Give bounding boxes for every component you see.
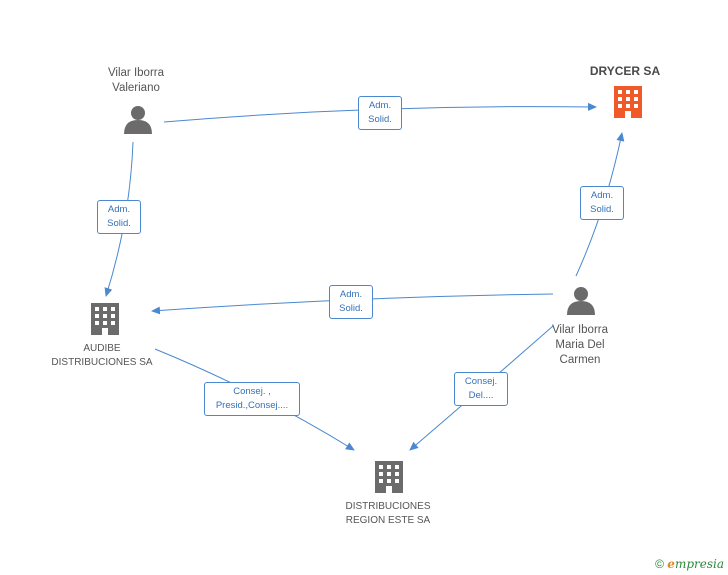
node-label-drycer[interactable]: DRYCER SA [575,64,675,79]
node-label-line: DISTRIBUCIONES SA [51,357,153,368]
edge-label-valeriano-audibe[interactable]: Adm. Solid. [97,200,141,234]
empresia-logo[interactable]: © empresia [655,557,724,571]
building-icon[interactable] [375,461,403,493]
brand-name: mpresia [674,557,724,571]
edge-label-maria-drycer[interactable]: Adm. Solid. [580,186,624,220]
edge-label-valeriano-drycer[interactable]: Adm. Solid. [358,96,402,130]
edge-label-line: Consej. [464,376,498,387]
copyright-symbol: © [655,557,664,571]
node-label-distribuciones[interactable]: DISTRIBUCIONES REGION ESTE SA [328,500,448,528]
node-label-audibe[interactable]: AUDIBE DISTRIBUCIONES SA [42,342,162,370]
edge-label-line: Solid. [107,218,131,229]
edge-label-line: Consej. , [233,386,271,397]
node-label-line: Maria Del [555,339,605,351]
brand-initial: e [667,557,675,571]
edge-label-line: Presid.,Consej.... [215,400,289,411]
edge-label-maria-audibe[interactable]: Adm. Solid. [329,285,373,319]
edge-label-line: Solid. [339,303,363,314]
node-label-vilar-maria[interactable]: Vilar Iborra Maria Del Carmen [530,323,630,368]
person-icon[interactable] [567,287,595,315]
building-icon[interactable] [614,86,642,118]
node-label-line: AUDIBE [83,343,121,354]
node-label-line: Vilar Iborra [551,324,609,336]
edge-label-line: Adm. [339,289,363,300]
node-label-line: Vilar Iborra [107,67,165,79]
edge-label-audibe-distribuciones[interactable]: Consej. , Presid.,Consej.... [204,382,300,416]
edge-label-line: Del.... [468,390,494,401]
node-label-line: Valeriano [112,82,160,94]
edge-label-line: Adm. [368,100,392,111]
edge-label-line: Adm. [590,190,614,201]
person-icon[interactable] [124,106,152,134]
edge-label-line: Adm. [107,204,131,215]
edge-label-line: Solid. [590,204,614,215]
node-label-vilar-valeriano[interactable]: Vilar Iborra Valeriano [86,66,186,96]
node-label-line: REGION ESTE SA [345,515,431,526]
node-label-line: DRYCER SA [589,64,661,78]
node-label-line: Carmen [559,354,601,366]
node-label-line: DISTRIBUCIONES [345,501,431,512]
edge-label-maria-distribuciones[interactable]: Consej. Del.... [454,372,508,406]
building-icon[interactable] [91,303,119,335]
edge-label-line: Solid. [368,114,392,125]
